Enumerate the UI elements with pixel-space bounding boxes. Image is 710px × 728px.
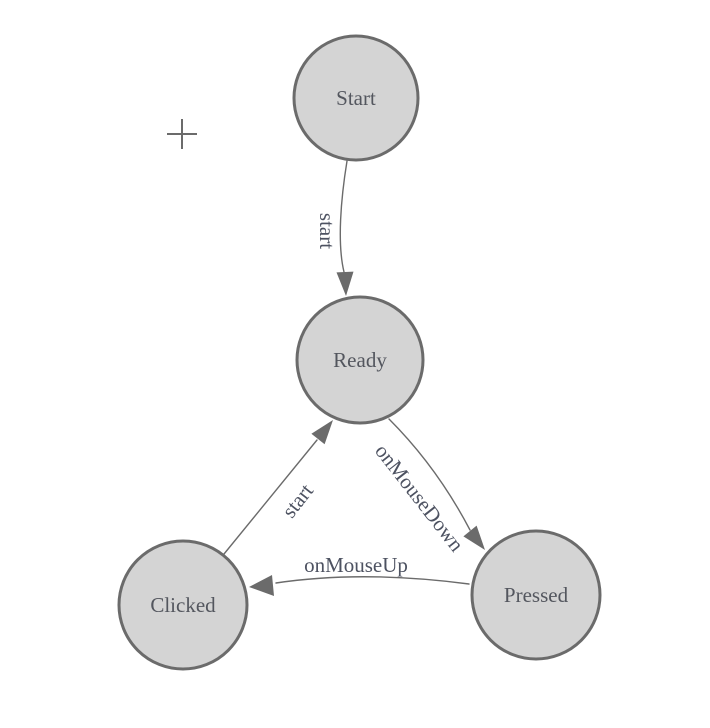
edge-label: start [315,213,339,249]
state-circle[interactable] [470,529,602,661]
edge-line[interactable] [275,576,470,585]
node-start[interactable]: Start [292,34,420,162]
state-circle[interactable] [295,295,425,425]
edge-label: onMouseDown [370,439,469,556]
node-ready[interactable]: Ready [295,295,425,425]
state-label: Ready [333,348,387,372]
arrowhead-icon [463,525,485,550]
edge-clicked-to-ready[interactable]: start [223,420,333,555]
edge-label: onMouseUp [304,553,408,577]
state-circle[interactable] [117,539,249,671]
arrowhead-icon [249,575,274,596]
node-clicked[interactable]: Clicked [117,539,249,671]
edge-line[interactable] [388,418,471,531]
arrowhead-icon [311,420,333,445]
edge-pressed-to-clicked[interactable]: onMouseUp [249,553,470,596]
state-label: Start [336,86,376,110]
arrowhead-icon [336,271,354,296]
state-label: Pressed [504,583,569,607]
edge-line[interactable] [339,160,348,273]
edge-line[interactable] [223,439,318,555]
origin-crosshair-icon [167,119,197,149]
state-label: Clicked [150,593,216,617]
node-pressed[interactable]: Pressed [470,529,602,661]
edge-ready-to-pressed[interactable]: onMouseDown [370,418,485,556]
edge-label: start [277,479,318,522]
edge-start-to-ready[interactable]: start [315,160,354,296]
state-circle[interactable] [292,34,420,162]
